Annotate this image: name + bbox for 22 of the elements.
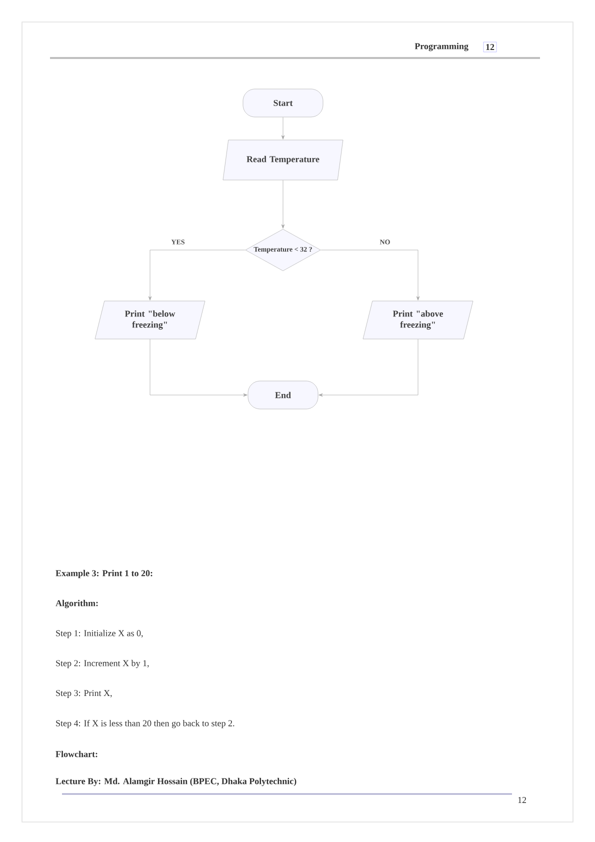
heading: Algorithm: — [56, 600, 98, 608]
page-number: 12 — [518, 797, 526, 803]
algorithm-step: Step 1: Initialize X as 0, — [56, 630, 143, 638]
algorithm-step: Step 2: Increment X by 1, — [56, 660, 149, 668]
author-line: Lecture By: Md. Alamgir Hossain (BPEC, Dhaka Polytechnic) — [56, 778, 296, 786]
heading: Flowchart: — [56, 750, 98, 758]
arrow — [281, 117, 285, 140]
algorithm-step: Step 4: If X is less than 20 then go back to step 2. — [56, 720, 234, 728]
page-number: 12 — [483, 42, 497, 52]
heading: Example 3: Print 1 to 20: — [56, 570, 152, 578]
terminal-box: Start — [242, 88, 324, 118]
arrow — [150, 339, 248, 397]
input-output-box: Read Temperature — [222, 140, 344, 180]
arrow — [320, 250, 420, 300]
algorithm-step: Step 3: Print X, — [56, 690, 112, 698]
arrow — [281, 180, 285, 229]
terminal-box: End — [248, 380, 318, 410]
arrow — [318, 339, 418, 397]
input-output-box: Print "above freezing" — [362, 300, 474, 340]
running-header: Programming — [414, 42, 468, 52]
arrow — [148, 250, 246, 300]
input-output-box: Print "below freezing" — [94, 300, 206, 340]
